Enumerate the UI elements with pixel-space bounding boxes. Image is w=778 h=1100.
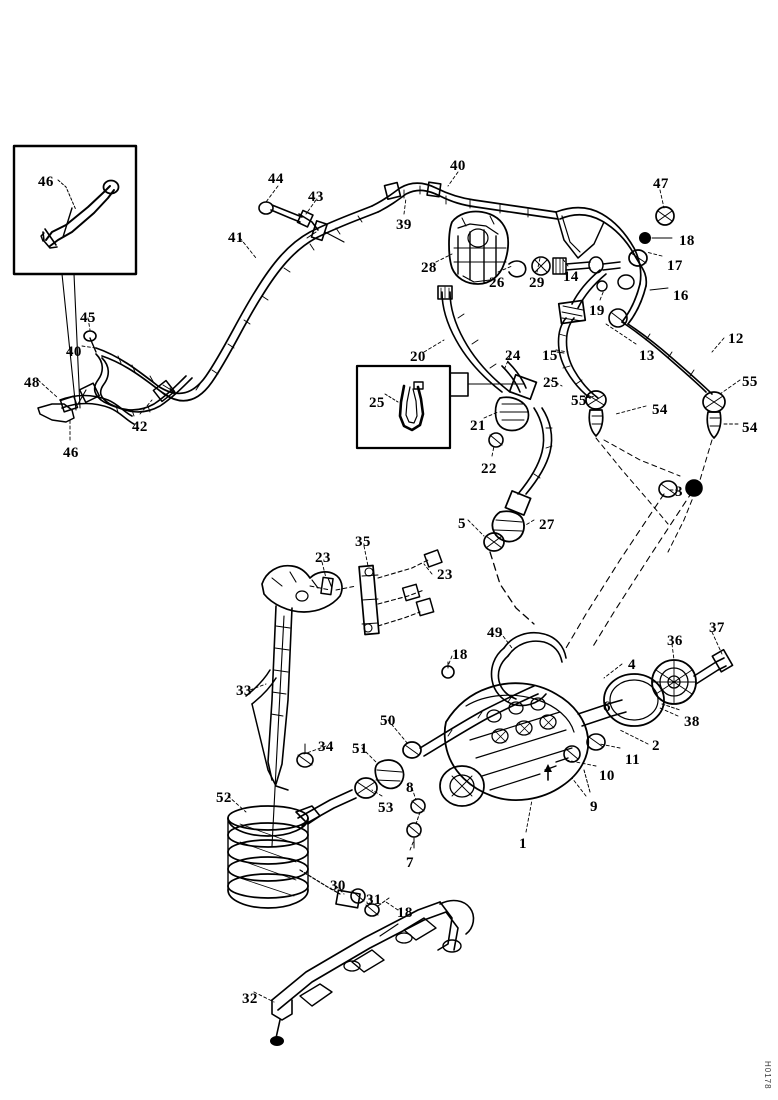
callout-number-36: 36 <box>667 633 683 649</box>
callout-number-7: 7 <box>406 855 414 871</box>
callout-number-24: 24 <box>505 348 521 364</box>
crossmember-32 <box>270 899 475 1046</box>
callout-number-17: 17 <box>667 258 683 274</box>
callout-number-13: 13 <box>639 348 655 364</box>
callout-number-15: 15 <box>542 348 558 364</box>
callout-number-53: 53 <box>378 800 394 816</box>
callout-number-11: 11 <box>625 752 640 768</box>
callout-number-20: 20 <box>410 349 426 365</box>
callout-number-19: 19 <box>589 303 605 319</box>
hose-42-assembly <box>37 330 193 425</box>
callout-number-42: 42 <box>132 419 148 435</box>
callout-number-23: 23 <box>437 567 453 583</box>
watermark-code: H0178 <box>763 1061 772 1090</box>
lower-pipe-assembly <box>295 661 539 849</box>
callout-number-37: 37 <box>709 620 725 636</box>
callout-number-25: 25 <box>369 395 385 411</box>
hose-49-loop <box>490 632 567 707</box>
pump-body-28 <box>448 210 510 285</box>
steering-gearbox-1 <box>439 673 665 807</box>
callout-number-18: 18 <box>452 647 468 663</box>
callout-number-28: 28 <box>421 260 437 276</box>
callout-number-12: 12 <box>728 331 744 347</box>
callout-number-8: 8 <box>406 780 414 796</box>
callout-number-40: 40 <box>450 158 466 174</box>
callout-number-23: 23 <box>315 550 331 566</box>
coil-spring-52 <box>227 805 309 909</box>
callout-number-48: 48 <box>24 375 40 391</box>
callout-number-39: 39 <box>396 217 412 233</box>
callout-number-9: 9 <box>590 799 598 815</box>
callout-number-43: 43 <box>308 189 324 205</box>
inset-box-25 <box>355 364 525 450</box>
hose-upper-rail <box>371 181 559 220</box>
callout-number-55: 55 <box>742 374 758 390</box>
callout-number-31: 31 <box>366 892 382 908</box>
callout-number-40: 40 <box>66 344 82 360</box>
callout-number-21: 21 <box>470 418 486 434</box>
callout-number-34: 34 <box>318 739 334 755</box>
assembly-dashed-lines <box>565 437 713 649</box>
callout-number-45: 45 <box>80 310 96 326</box>
callout-number-32: 32 <box>242 991 258 1007</box>
callout-number-33: 33 <box>236 683 252 699</box>
callout-number-29: 29 <box>529 275 545 291</box>
callout-number-49: 49 <box>487 625 503 641</box>
callout-number-27: 27 <box>539 517 555 533</box>
fitting-44-43 <box>258 201 345 243</box>
callout-number-10: 10 <box>599 768 615 784</box>
callout-number-4: 4 <box>628 657 636 673</box>
callout-number-52: 52 <box>216 790 232 806</box>
callout-number-1: 1 <box>519 836 527 852</box>
callout-number-26: 26 <box>489 275 505 291</box>
callout-number-55: 55 <box>571 393 587 409</box>
callout-number-46: 46 <box>38 174 54 190</box>
callout-number-54: 54 <box>742 420 758 436</box>
callout-number-22: 22 <box>481 461 497 477</box>
pulley-36-37 <box>651 648 734 711</box>
callout-number-44: 44 <box>268 171 284 187</box>
right-upper-hose-loop <box>555 206 675 325</box>
callout-number-35: 35 <box>355 534 371 550</box>
bracket-33-35 <box>245 549 443 847</box>
callout-number-51: 51 <box>352 741 368 757</box>
callout-number-6: 6 <box>603 699 611 715</box>
callout-number-47: 47 <box>653 176 669 192</box>
callout-number-18: 18 <box>679 233 695 249</box>
hardware-30-31-18 <box>299 869 390 917</box>
callout-number-46: 46 <box>63 445 79 461</box>
callout-number-30: 30 <box>330 878 346 894</box>
inset-box-46 <box>12 144 138 411</box>
callout-number-25: 25 <box>543 375 559 391</box>
callout-number-18: 18 <box>397 905 413 921</box>
callout-number-38: 38 <box>684 714 700 730</box>
seals-26-29-14 <box>508 256 621 278</box>
hoses-20-24-21 <box>437 285 553 625</box>
callout-number-2: 2 <box>652 738 660 754</box>
callout-number-50: 50 <box>380 713 396 729</box>
callout-number-14: 14 <box>563 269 579 285</box>
callout-number-3: 3 <box>675 484 683 500</box>
callout-number-5: 5 <box>458 516 466 532</box>
callout-number-54: 54 <box>652 402 668 418</box>
callout-number-41: 41 <box>228 230 244 246</box>
callout-number-16: 16 <box>673 288 689 304</box>
hoses-15-13-12 <box>556 299 726 439</box>
